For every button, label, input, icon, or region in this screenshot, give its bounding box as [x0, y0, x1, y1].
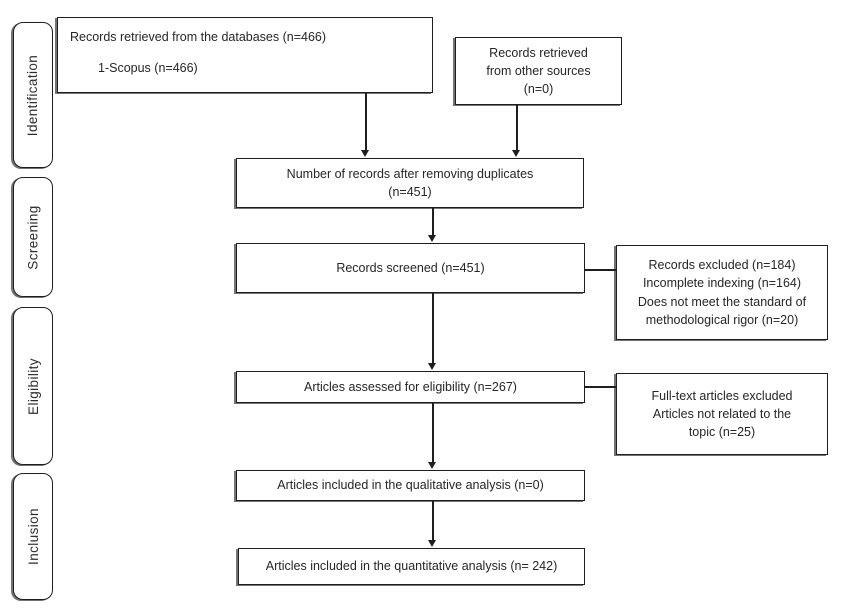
connector-assessed-to-qualitative [432, 403, 434, 463]
connector-assessed-to-fulltext-excluded [585, 386, 616, 388]
flow-box-fulltext-excluded: Full-text articles excluded Articles not… [616, 373, 828, 455]
records-screened-text: Records screened (n=451) [336, 260, 485, 275]
other-sources-line: Records retrieved [489, 45, 588, 60]
arrowhead-down-icon [428, 462, 436, 469]
records-databases-detail: 1-Scopus (n=466) [98, 61, 198, 76]
stage-box-eligibility: Eligibility [13, 307, 53, 465]
stage-box-identification: Identification [13, 22, 53, 168]
fulltext-excluded-line: Full-text articles excluded [651, 388, 793, 403]
records-excluded-line: methodological rigor (n=20) [645, 312, 799, 327]
connector-screened-to-assessed [432, 293, 434, 364]
articles-assessed-text: Articles assessed for eligibility (n=267… [304, 379, 517, 394]
arrowhead-down-icon [428, 540, 436, 547]
connector-databases-to-duplicates [365, 93, 367, 151]
records-excluded-line: Incomplete indexing (n=164) [642, 276, 802, 291]
flow-box-other-sources: Records retrieved from other sources (n=… [455, 37, 622, 105]
connector-screened-to-excluded [585, 269, 616, 271]
flow-box-records-databases: Records retrieved from the databases (n=… [57, 17, 433, 93]
flow-box-articles-assessed: Articles assessed for eligibility (n=267… [236, 371, 585, 403]
records-excluded-line: Records excluded (n=184) [648, 258, 796, 273]
quantitative-analysis-text: Articles included in the quantitative an… [265, 559, 558, 574]
flow-box-qualitative-analysis: Articles included in the qualitative ana… [236, 470, 585, 501]
stage-label-identification: Identification [25, 54, 41, 136]
arrowhead-down-icon [512, 150, 520, 157]
flow-box-records-excluded: Records excluded (n=184) Incomplete inde… [616, 245, 828, 340]
stage-box-screening: Screening [13, 177, 53, 297]
arrowhead-down-icon [428, 363, 436, 370]
arrowhead-down-icon [361, 150, 369, 157]
stage-box-inclusion: Inclusion [13, 473, 53, 600]
records-excluded-line: Does not meet the standard of [637, 294, 807, 309]
flow-box-duplicates-removed: Number of records after removing duplica… [236, 158, 584, 208]
records-databases-text: Records retrieved from the databases (n=… [70, 30, 327, 44]
connector-duplicates-to-screened [432, 208, 434, 236]
stage-label-screening: Screening [25, 204, 41, 270]
arrowhead-down-icon [428, 235, 436, 242]
fulltext-excluded-line: topic (n=25) [688, 425, 756, 440]
duplicates-line: (n=451) [388, 185, 432, 199]
connector-sources-to-duplicates [516, 105, 518, 151]
connector-qualitative-to-quantitative [432, 501, 434, 541]
other-sources-line: (n=0) [523, 82, 554, 97]
qualitative-analysis-text: Articles included in the qualitative ana… [277, 478, 544, 493]
flow-box-quantitative-analysis: Articles included in the quantitative an… [238, 548, 585, 585]
duplicates-line: Number of records after removing duplica… [286, 166, 534, 181]
fulltext-excluded-line: Articles not related to the [652, 406, 792, 421]
other-sources-line: from other sources [486, 63, 591, 78]
flow-box-records-screened: Records screened (n=451) [236, 243, 585, 293]
stage-label-inclusion: Inclusion [25, 508, 41, 565]
stage-label-eligibility: Eligibility [25, 357, 41, 415]
